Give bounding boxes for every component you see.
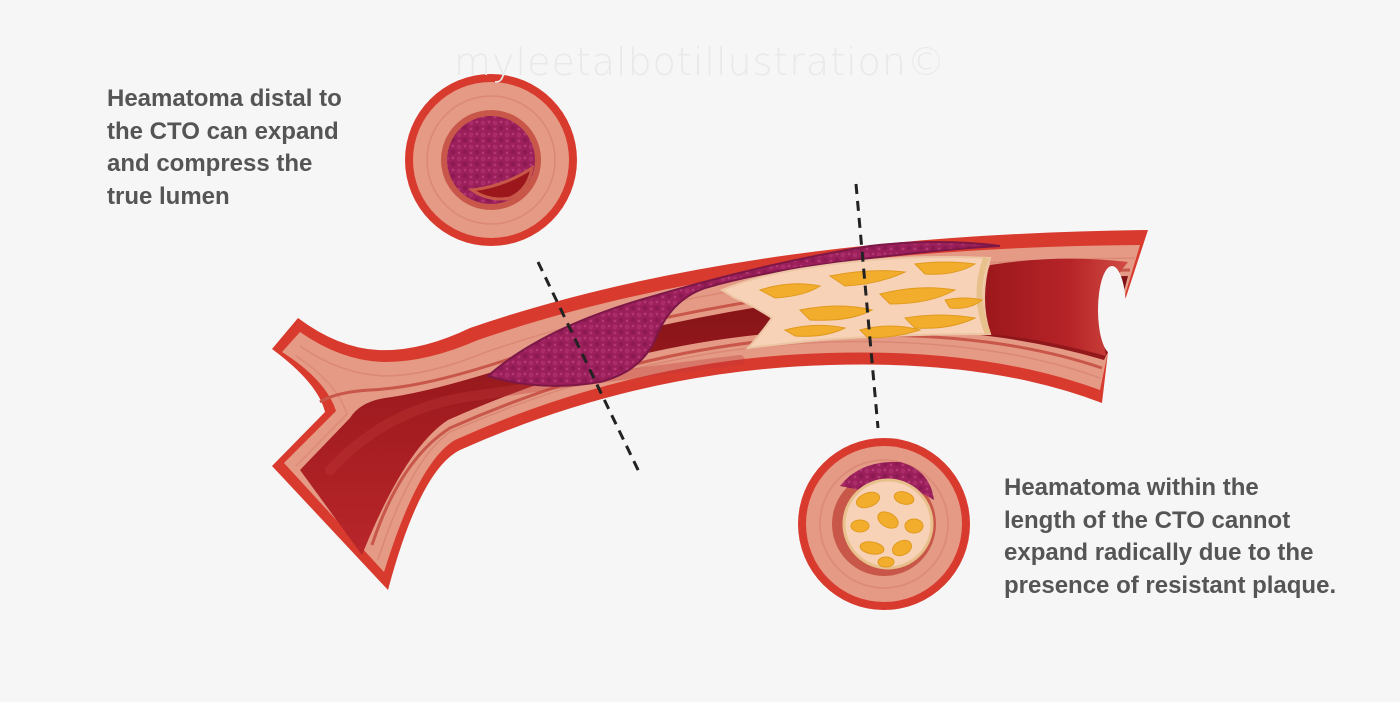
caption-line: Heamatoma within the [1004,474,1259,501]
caption-distal-haematoma: Heamatoma distal to the CTO can expand a… [107,83,407,213]
vessel-haematoma [486,241,1001,387]
cto-plaque [719,256,992,350]
open-lumen-end [981,258,1128,356]
cross-section-cto [798,438,970,610]
section-line-distal [536,261,642,475]
caption-line: length of the CTO cannot [1004,506,1291,534]
caption-line: Heamatoma distal to [107,85,342,112]
watermark: myleetalbotillustration© [454,40,946,84]
caption-line: and compress the [107,150,313,177]
caption-line: the CTO can expand [107,117,339,145]
section-line-cto [854,183,880,429]
caption-cto-haematoma: Heamatoma within the length of the CTO c… [1004,472,1399,602]
cross-section-distal [405,74,577,246]
caption-line: presence of resistant plaque. [1004,571,1337,599]
caption-line: true lumen [107,182,230,210]
compressed-true-lumen [467,164,535,201]
caption-line: expand radically due to the [1004,539,1314,566]
